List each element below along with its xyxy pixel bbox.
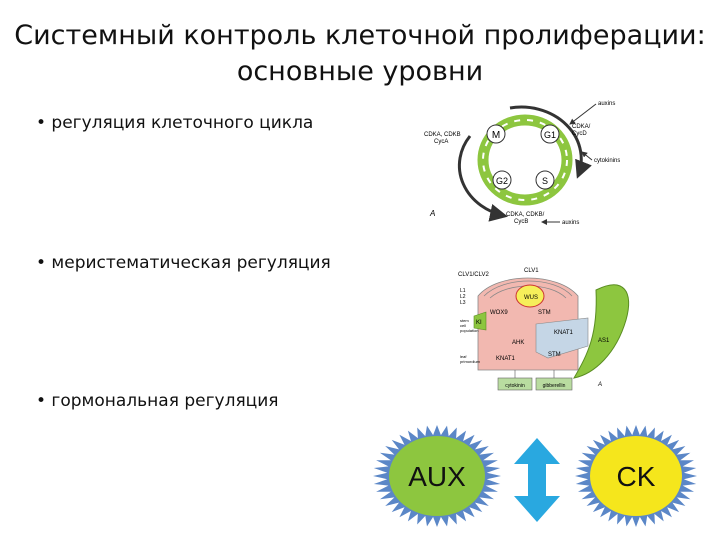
label-note-5: primordium: [460, 359, 481, 364]
aux-label: AUX: [408, 461, 466, 492]
cytokinin-arrow: [581, 151, 593, 161]
label-knat1-right: KNAT1: [554, 330, 574, 336]
label-auxins-bottom: auxins: [562, 220, 579, 226]
bullet-text: меристематическая регуляция: [51, 253, 331, 273]
label-wus: WUS: [524, 295, 538, 301]
label-cdka: CDKA/: [572, 124, 591, 130]
label-ki: KI: [476, 320, 482, 326]
label-cyca: CycA: [434, 139, 448, 145]
bullet-meristem: • меристематическая регуляция: [36, 252, 331, 274]
label-note-2: cell: [460, 323, 466, 328]
label-l2: L2: [460, 294, 466, 300]
auxin-arrow-top: [569, 103, 597, 125]
aux-core: [389, 436, 485, 516]
double-arrow-shape: [514, 438, 560, 522]
label-as1: AS1: [598, 338, 610, 344]
label-clv1-clv2: CLV1/CLV2: [458, 272, 489, 278]
phase-g2: G2: [492, 170, 512, 190]
svg-text:G1: G1: [544, 130, 556, 140]
double-arrow: [514, 438, 560, 522]
label-stm-top: STM: [538, 310, 551, 316]
panel-letter: A: [429, 209, 435, 218]
label-cycb: CycB: [514, 219, 528, 225]
label-cycd: CycD: [572, 131, 587, 137]
outer-arc-right: [509, 105, 592, 179]
phase-g1: G1: [540, 124, 560, 144]
bullet-text: регуляция клеточного цикла: [51, 113, 314, 133]
bullet-marker: •: [36, 113, 47, 133]
panel-letter-2: A: [597, 382, 602, 388]
label-clv1: CLV1: [524, 268, 539, 274]
ck-starburst: CK: [575, 425, 697, 527]
bullet-marker: •: [36, 391, 47, 411]
label-l1: L1: [460, 288, 466, 294]
bullet-hormonal: • гормональная регуляция: [36, 390, 279, 412]
cell-cycle-diagram: M G1 G2 S CDKA, CDKB CycA CDKA/ CycD aux…: [424, 101, 620, 226]
label-cdka-cdkb-bottom: CDKA, CDKB/: [506, 212, 545, 218]
label-stm-bottom: STM: [548, 352, 561, 358]
bullet-cell-cycle: • регуляция клеточного цикла: [36, 112, 313, 134]
ck-core: [590, 436, 682, 516]
cytokinin-box-label: cytokinin: [505, 383, 525, 389]
label-note-1: stem: [460, 318, 469, 323]
bullet-marker: •: [36, 253, 47, 273]
label-ahk: AHK: [512, 340, 524, 346]
wus-domain: [515, 284, 545, 308]
title-line-1: Системный контроль клеточной пролифераци…: [14, 20, 706, 51]
bullet-text: гормональная регуляция: [51, 391, 279, 411]
leaf-primordium: [573, 284, 630, 379]
title-line-2: основные уровни: [236, 56, 484, 87]
svg-text:G2: G2: [496, 176, 508, 186]
label-cdka-cdkb: CDKA, CDKB: [424, 132, 461, 138]
aux-starburst: AUX: [373, 425, 501, 527]
label-l3: L3: [460, 300, 466, 306]
label-wox9: WOX9: [490, 310, 508, 316]
label-auxins-top: auxins: [598, 101, 615, 107]
ck-label: CK: [617, 461, 656, 492]
label-note-4: leaf: [460, 354, 467, 359]
phase-s: S: [535, 170, 555, 190]
blue-region: [535, 317, 589, 359]
meristem-diagram: cytokinin gibberellin CLV1 CLV1/CLV2 WUS…: [458, 268, 630, 391]
slide-title: Системный контроль клеточной пролифераци…: [0, 18, 720, 90]
svg-text:S: S: [542, 176, 548, 186]
cycle-ring-dash: [482, 119, 568, 201]
phase-m: M: [486, 124, 506, 144]
left-green-tip: [473, 311, 487, 331]
label-cytokinins: cytokinins: [594, 158, 620, 164]
svg-text:M: M: [492, 130, 500, 141]
label-note-3: population: [460, 328, 478, 333]
label-knat1-bottom: KNAT1: [496, 356, 516, 362]
gibberellin-box-label: gibberellin: [543, 383, 566, 389]
outer-arc-left: [457, 135, 508, 222]
